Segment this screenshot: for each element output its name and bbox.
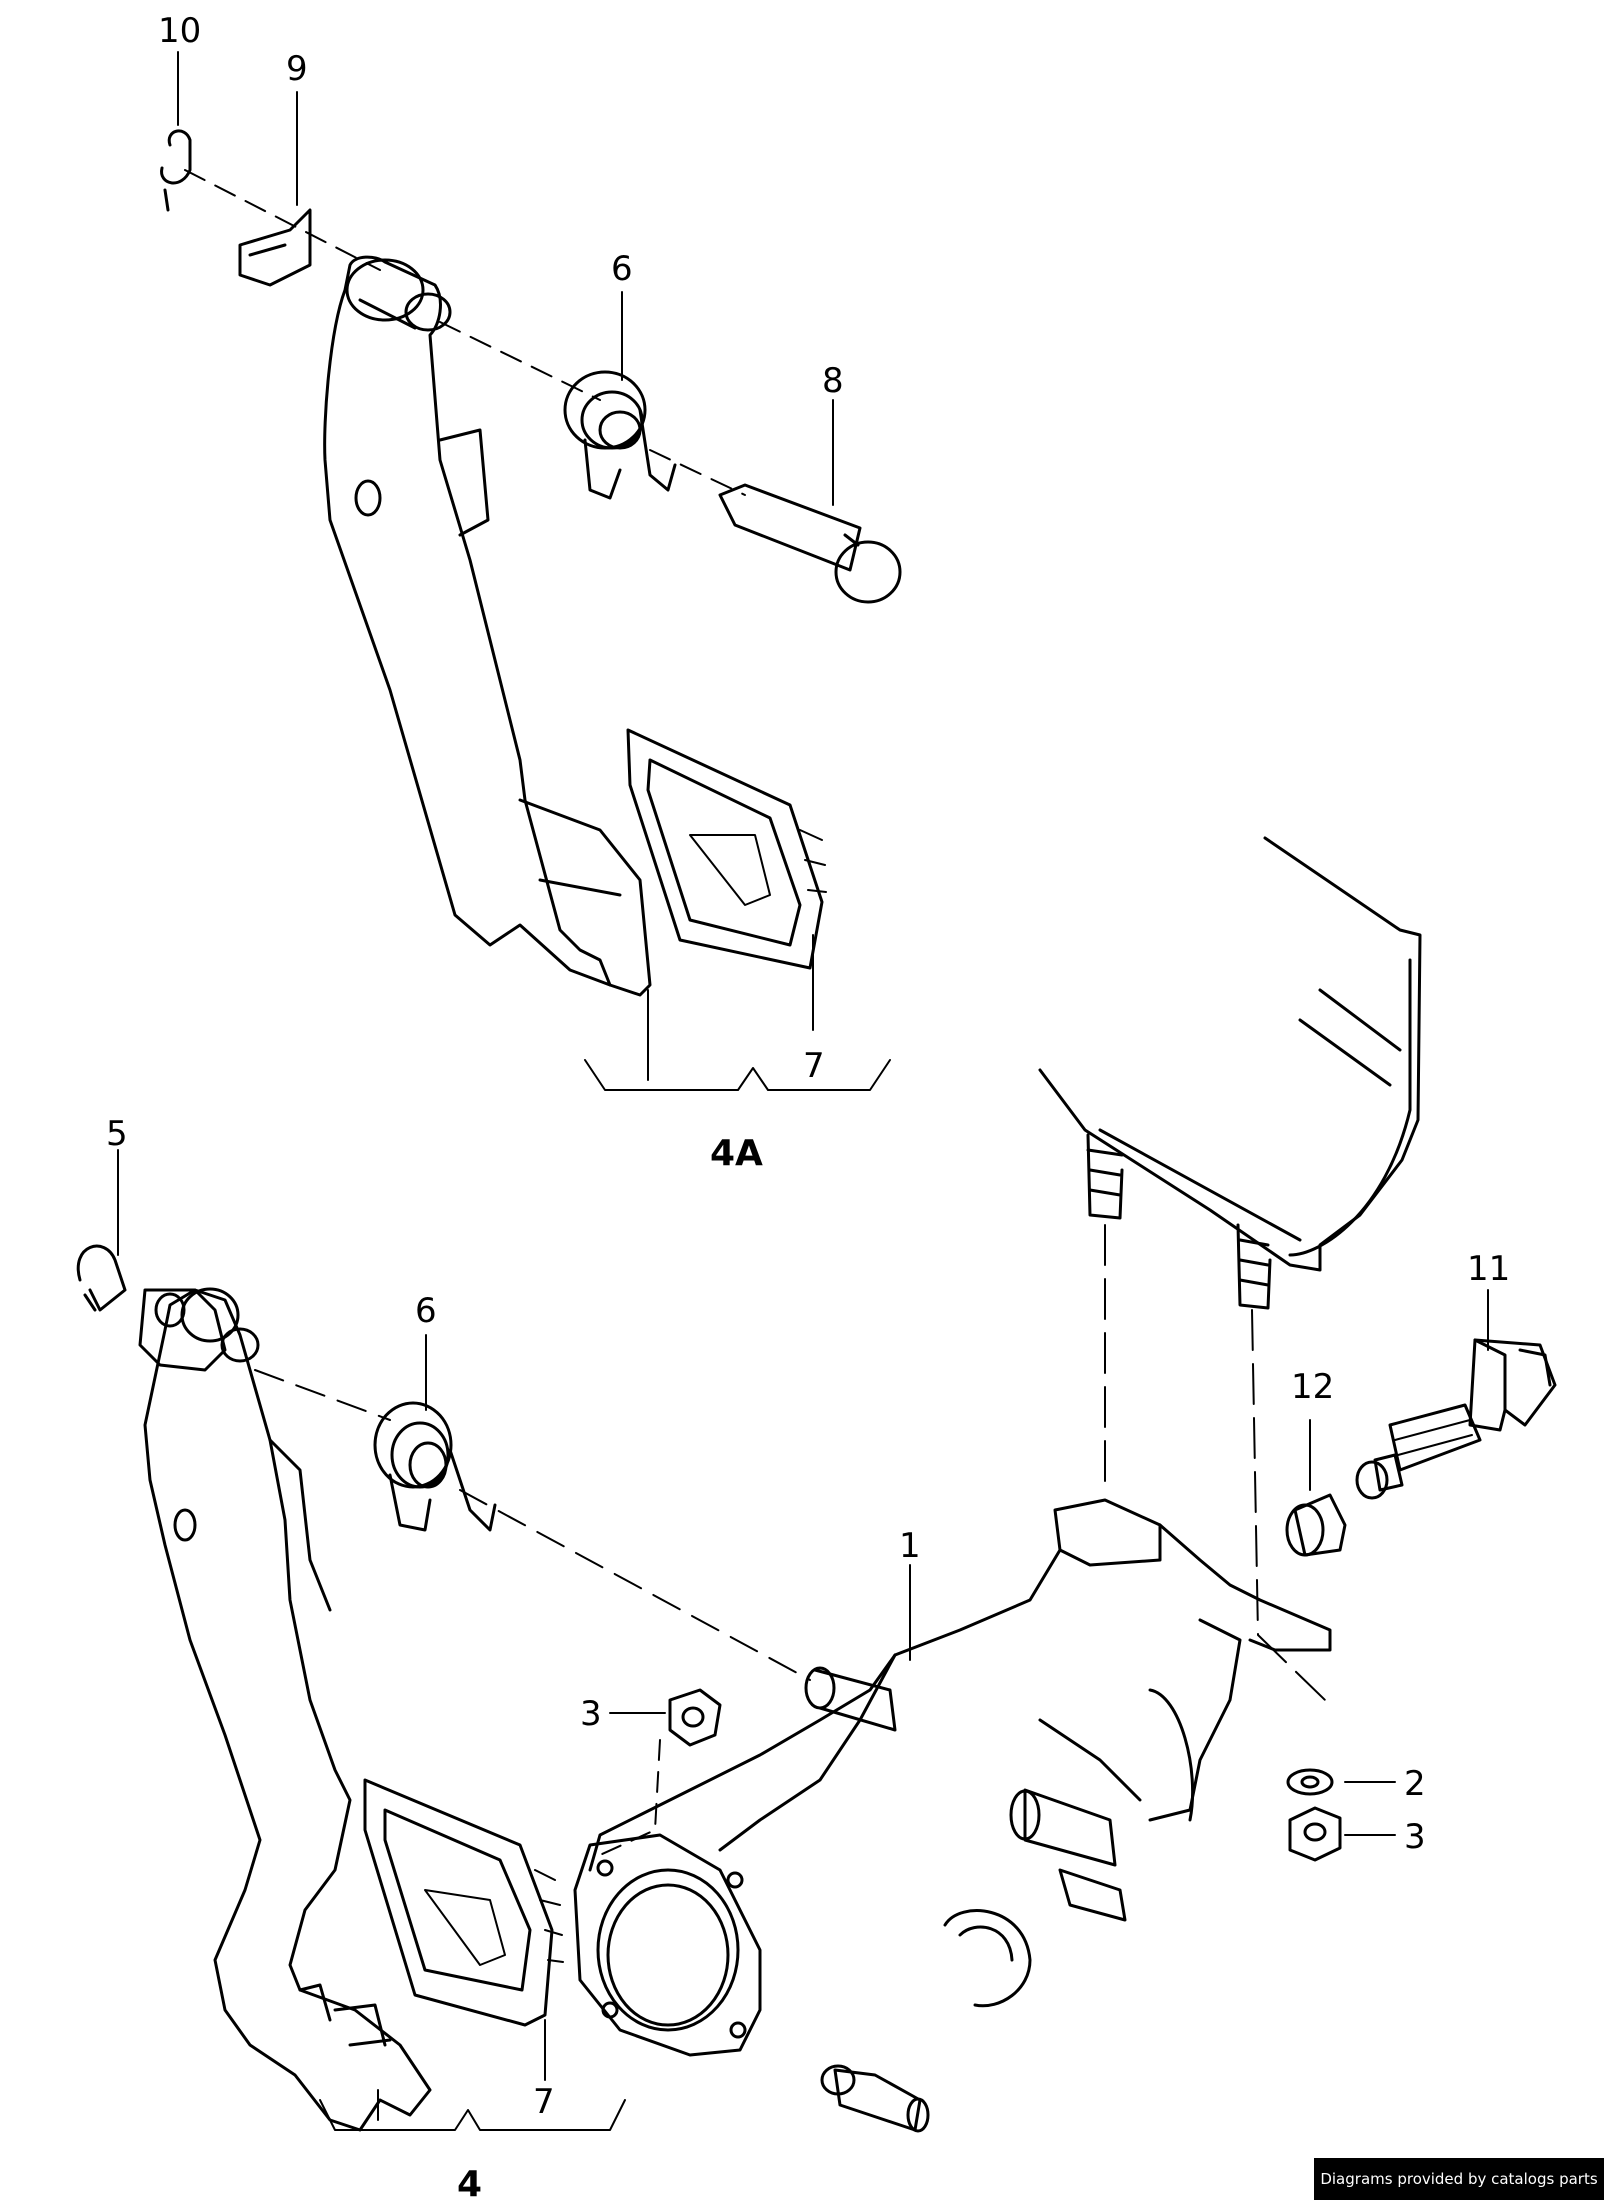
mounting-flange (573, 1833, 762, 2057)
spring-6-top (563, 370, 677, 500)
group-bracket-4 (319, 2099, 626, 2131)
callout-1: 1 (899, 1526, 921, 1566)
upper-pedal-pad (626, 728, 827, 970)
clip-10 (160, 129, 192, 212)
lower-pedal-hub (138, 1287, 260, 1372)
firewall-brace (1038, 836, 1422, 1272)
switch-clip-12 (1285, 1493, 1347, 1557)
upper-pedal-arm (323, 255, 652, 997)
pedal-bracket-1 (588, 1498, 1332, 1872)
nut-3-right (1288, 1806, 1342, 1862)
washer-2 (1286, 1768, 1334, 1796)
nut-3-left (668, 1688, 722, 1747)
callout-8: 8 (822, 361, 844, 401)
clip-5 (76, 1244, 127, 1312)
pivot-pin-8 (718, 483, 902, 604)
callout-2: 2 (1404, 1764, 1426, 1804)
upper-axis-dashed (184, 169, 746, 496)
callout-6-top: 6 (611, 249, 633, 289)
callout-6-bottom: 6 (415, 1291, 437, 1331)
callout-9: 9 (286, 49, 308, 89)
spring-6-bottom (373, 1401, 497, 1532)
callout-7-top: 7 (803, 1046, 825, 1086)
leader-lines (117, 51, 1489, 2121)
brake-light-switch (1355, 1338, 1557, 1500)
lower-pedal-arm (143, 1288, 432, 2132)
callout-4A: 4A (710, 1133, 763, 1174)
callout-7-bottom: 7 (533, 2082, 555, 2122)
bracket-pin (804, 1666, 897, 1732)
callout-5: 5 (106, 1114, 128, 1154)
bracket-9 (238, 208, 312, 287)
callout-3-right: 3 (1404, 1817, 1426, 1857)
return-spring-hook (943, 1909, 1032, 2008)
callout-4: 4 (457, 2164, 482, 2200)
callout-12: 12 (1291, 1367, 1334, 1407)
lower-pedal-pad (363, 1778, 564, 2027)
adjuster-bolt (820, 2064, 930, 2133)
upper-pedal-hub (345, 258, 452, 332)
callout-3-left: 3 (580, 1694, 602, 1734)
callout-11: 11 (1467, 1249, 1510, 1289)
group-bracket-4A (584, 1059, 891, 1091)
callout-10: 10 (158, 11, 201, 51)
pushrod-clevis (1009, 1788, 1127, 1922)
stud-dashed-lines (1104, 1224, 1326, 1701)
nut-dashed-line (599, 1739, 661, 1856)
lower-axis-dashed (254, 1369, 811, 1681)
mounting-studs (1086, 1133, 1272, 1310)
credit-banner: Diagrams provided by catalogs parts (1314, 2158, 1604, 2200)
